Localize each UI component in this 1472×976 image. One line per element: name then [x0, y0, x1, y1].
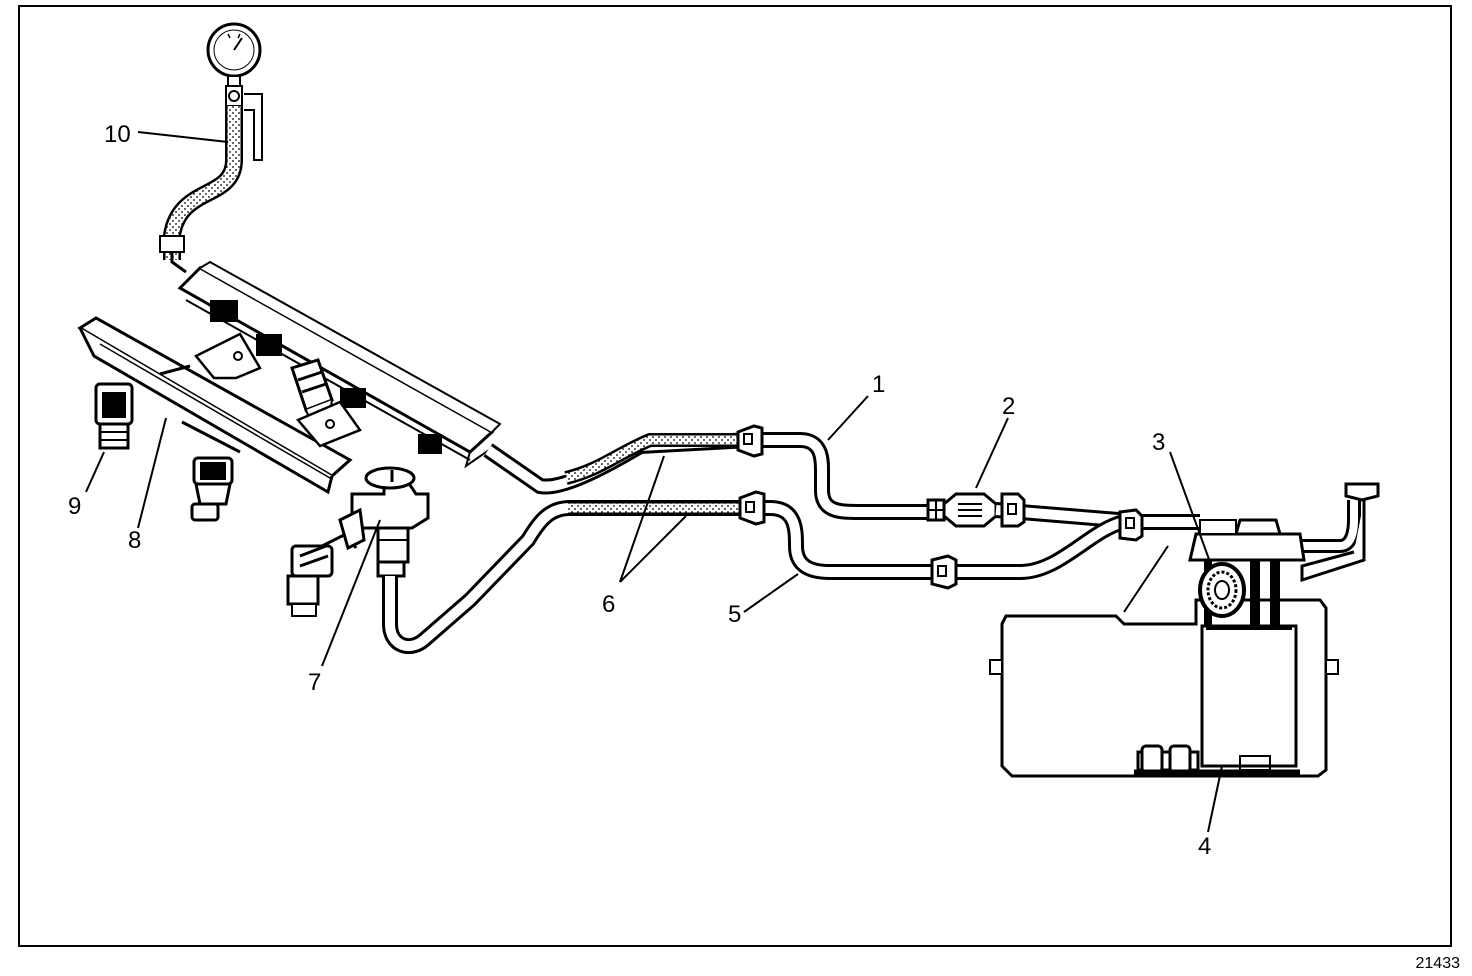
- pressure-gauge: [206, 22, 263, 161]
- gauge-hose: [159, 106, 243, 274]
- leader-lines: [85, 131, 1223, 833]
- fuel-feed-pipe: [483, 424, 946, 522]
- fuel-strainer: [1134, 744, 1300, 775]
- callout-10: 10: [104, 121, 131, 148]
- fuel-filter: [942, 492, 1119, 528]
- callout-3: 3: [1152, 429, 1165, 456]
- fuel-return-pipe: [382, 490, 1200, 654]
- fuel-rail-lower: [77, 316, 362, 495]
- callout-labels: 1 2 3 4 5 6 7 8 9 10: [68, 121, 1211, 860]
- injector-1: [94, 382, 134, 450]
- pressure-regulator: [338, 466, 430, 578]
- injector-3: [286, 532, 358, 617]
- callout-5: 5: [728, 601, 741, 628]
- callout-6: 6: [602, 591, 615, 618]
- callout-1: 1: [872, 371, 885, 398]
- diagram-frame: [18, 5, 1452, 947]
- callout-2: 2: [1002, 393, 1015, 420]
- fuel-rail-upper: [177, 260, 502, 469]
- lower-injectors: [94, 382, 358, 617]
- figure-number: 21433: [1415, 955, 1461, 972]
- fuel-pump-assembly: [1188, 518, 1306, 768]
- upper-injectors: [290, 358, 334, 422]
- callout-8: 8: [128, 527, 141, 554]
- injector-2: [190, 456, 234, 522]
- callout-4: 4: [1198, 833, 1211, 860]
- callout-7: 7: [308, 669, 321, 696]
- callout-9: 9: [68, 493, 81, 520]
